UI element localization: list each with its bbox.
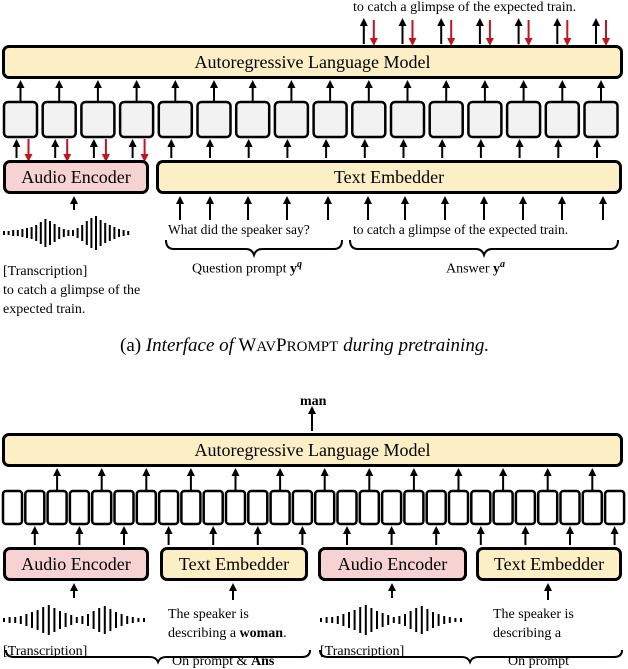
- bottom-text-2: The speaker is describing a: [493, 607, 574, 641]
- top-text-embedder-box: Text Embedder: [156, 160, 622, 194]
- bottom-token: [291, 489, 314, 526]
- top-language-model-box: Autoregressive Language Model: [2, 45, 623, 79]
- bottom-token: [380, 489, 403, 526]
- bottom-token: [403, 489, 425, 526]
- bottom-token: [536, 489, 559, 526]
- question-brace: [165, 239, 343, 259]
- top-token: [41, 100, 77, 139]
- bottom-token: [447, 489, 470, 526]
- top-token-row: [2, 100, 619, 139]
- top-braces: [165, 239, 619, 259]
- top-language-model-label: Autoregressive Language Model: [194, 51, 431, 72]
- bottom-token: [224, 489, 247, 526]
- bottom-token: [603, 489, 626, 526]
- bottom-token: [1, 489, 24, 526]
- bottom-output-text: man: [300, 394, 327, 409]
- bottom-token: [90, 489, 113, 526]
- top-audio-encoder-box: Audio Encoder: [3, 160, 149, 194]
- bottom-text-1: The speaker is describing a woman.: [168, 607, 287, 641]
- bottom-token: [358, 489, 381, 526]
- top-token: [544, 100, 581, 139]
- top-arrows: [12, 18, 610, 220]
- question-prompt-text: What did the speaker say?: [168, 222, 310, 237]
- bottom-token: [514, 489, 537, 526]
- bottom-token-row: [1, 489, 626, 526]
- bottom-language-model-label: Autoregressive Language Model: [194, 439, 431, 460]
- bottom-token: [113, 489, 135, 526]
- top-audio-encoder-label: Audio Encoder: [21, 166, 131, 187]
- answer-label: Answer ya: [446, 259, 506, 277]
- bottom-text-embedder-2-box: Text Embedder: [476, 547, 622, 581]
- bottom-audio-encoder-1-box: Audio Encoder: [3, 547, 149, 581]
- prompt-brace: [319, 649, 623, 665]
- bottom-arrows: [30, 406, 619, 600]
- top-text-embedder-label: Text Embedder: [333, 166, 445, 187]
- bottom-audio-waveform-2: [320, 605, 462, 635]
- bottom-token: [68, 489, 91, 526]
- top-token: [351, 100, 387, 139]
- top-transcription: [Transcription] to catch a glimpse of th…: [3, 264, 141, 317]
- top-token: [118, 100, 155, 139]
- prompt-answer-brace: [5, 649, 311, 665]
- bottom-audio-encoder-2-box: Audio Encoder: [318, 547, 467, 581]
- bottom-token: [24, 489, 46, 526]
- top-token: [312, 100, 348, 139]
- top-token: [583, 100, 619, 139]
- bottom-token: [247, 489, 269, 526]
- bottom-token: [46, 489, 68, 526]
- top-token: [389, 100, 426, 139]
- bottom-token: [425, 489, 447, 526]
- bottom-audio-waveform-1: [3, 605, 145, 635]
- bottom-token: [313, 489, 336, 526]
- bottom-transcription-1: [Transcription]: [3, 644, 88, 659]
- bottom-token: [581, 489, 604, 526]
- bottom-braces: [5, 649, 623, 665]
- bottom-token: [559, 489, 581, 526]
- top-token: [196, 100, 232, 139]
- top-token: [2, 100, 39, 139]
- bottom-transcription-2: [Transcription]: [320, 644, 405, 659]
- answer-brace: [349, 239, 619, 259]
- top-caption: (a) Interface of WAVPROMPT during pretra…: [120, 335, 490, 356]
- prompt-answer-label: On prompt & Ans: [172, 654, 275, 669]
- bottom-token: [202, 489, 224, 526]
- top-token: [467, 100, 503, 139]
- answer-text: to catch a glimpse of the expected train…: [353, 222, 569, 237]
- bottom-token: [269, 489, 291, 526]
- top-token: [428, 100, 464, 139]
- top-token: [505, 100, 542, 139]
- bottom-token: [135, 489, 158, 526]
- bottom-token: [157, 489, 180, 526]
- bottom-token: [492, 489, 514, 526]
- top-token: [234, 100, 271, 139]
- question-prompt-label: Question prompt yq: [192, 259, 302, 277]
- bottom-language-model-box: Autoregressive Language Model: [2, 433, 623, 467]
- bottom-token: [180, 489, 202, 526]
- bottom-token: [336, 489, 358, 526]
- bottom-text-embedder-1-box: Text Embedder: [160, 547, 308, 581]
- top-audio-waveform: [3, 216, 130, 250]
- top-output-text: to catch a glimpse of the expected train…: [353, 0, 577, 15]
- top-token: [273, 100, 310, 139]
- prompt-label: On prompt: [508, 654, 570, 669]
- top-token: [157, 100, 194, 139]
- bottom-token: [470, 489, 492, 526]
- top-token: [80, 100, 116, 139]
